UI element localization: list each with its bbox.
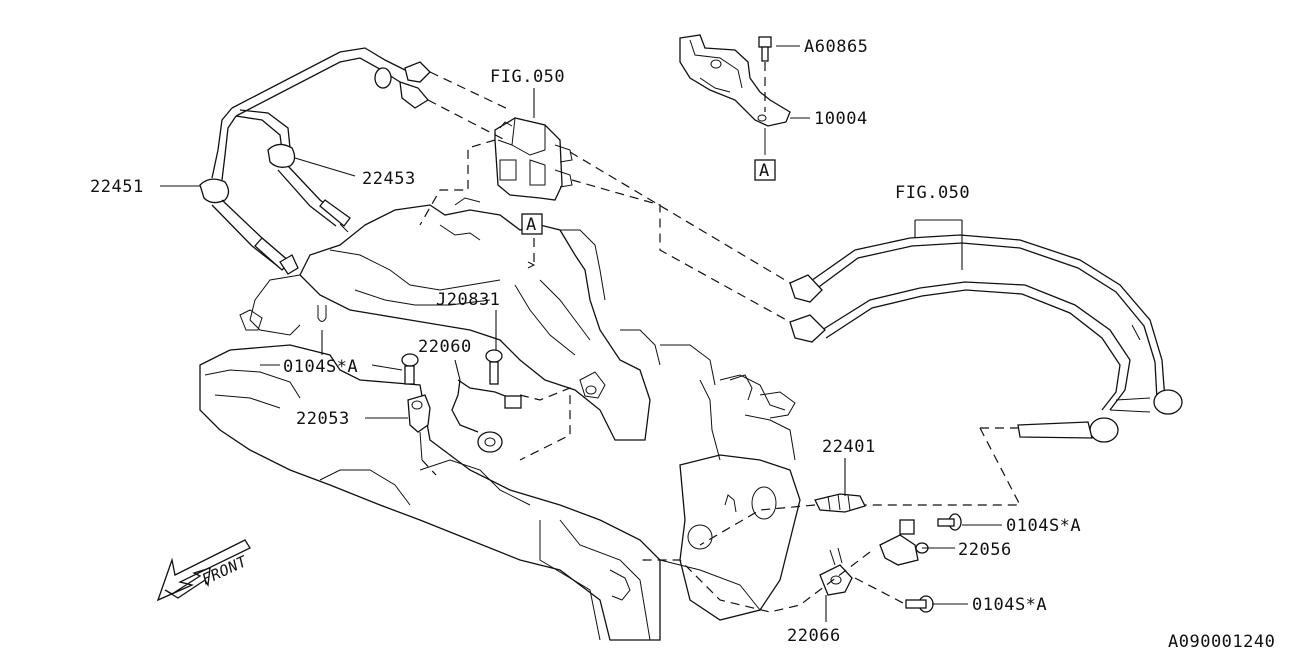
ref-a-label-2: A — [759, 161, 770, 181]
ref-box-a-right: A — [754, 159, 776, 181]
diagram-id: A090001240 — [1168, 632, 1275, 652]
part-label-bolt-right1: 0104S*A — [1006, 516, 1081, 536]
sensor-22053 — [407, 394, 431, 461]
ignition-coil — [494, 117, 573, 201]
spark-plug-22401 — [814, 493, 866, 513]
bolt-a60865 — [758, 36, 772, 62]
ref-marker-arrow — [527, 261, 536, 269]
sensor-22056 — [879, 519, 929, 566]
part-label-22453: 22453 — [362, 169, 416, 189]
front-arrow: FRONT — [156, 539, 251, 602]
spark-plug-cords-left — [199, 47, 431, 275]
fig-label-top: FIG.050 — [490, 67, 565, 87]
bolt-right2-0104s — [905, 595, 934, 613]
part-label-j20831: J20831 — [436, 290, 500, 310]
part-label-a60865: A60865 — [804, 37, 868, 57]
part-label-22401: 22401 — [822, 437, 876, 457]
part-label-22053: 22053 — [296, 409, 350, 429]
ref-box-a-top: A — [521, 213, 543, 235]
leader-lines — [160, 45, 1002, 622]
spark-plug-cords-right — [789, 234, 1183, 443]
ref-a-label-1: A — [526, 215, 537, 235]
sensor-22066 — [819, 547, 853, 596]
part-label-22066: 22066 — [787, 626, 841, 646]
part-label-10004: 10004 — [814, 109, 868, 129]
part-label-22451: 22451 — [90, 177, 144, 197]
sensor-22060 — [451, 379, 522, 453]
part-label-bolt-right2: 0104S*A — [972, 595, 1047, 615]
part-label-22056: 22056 — [958, 540, 1012, 560]
part-label-22060: 22060 — [418, 337, 472, 357]
bolt-j20831 — [485, 349, 503, 385]
bolt-right1-0104s — [937, 513, 962, 531]
bolt-left-0104s — [401, 353, 419, 385]
fig-label-right: FIG.050 — [895, 183, 970, 203]
callout-labels: 22451 22453 FIG.050 A60865 10004 FIG.050… — [90, 37, 1275, 652]
front-label: FRONT — [199, 552, 250, 589]
bracket-10004 — [679, 34, 791, 127]
part-label-bolt-left: 0104S*A — [283, 357, 358, 377]
assembly-dashed-lines — [419, 71, 1021, 613]
